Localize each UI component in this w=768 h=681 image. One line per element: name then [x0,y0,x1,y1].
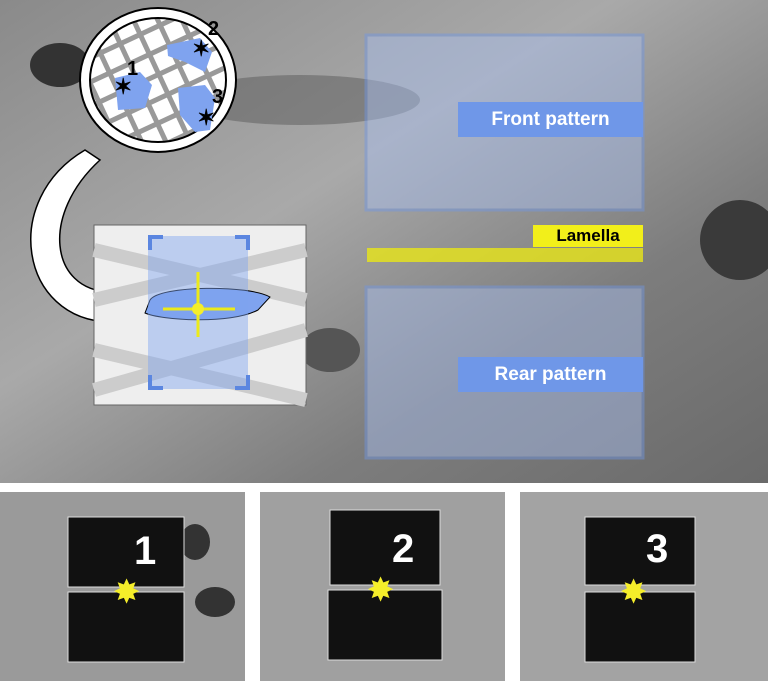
zoomed-grid-square [92,224,308,407]
grid-marker-2: 2 [208,18,219,40]
result-panel-1: 1 ✸ [0,492,245,681]
particle [30,43,90,87]
lamella-bar [367,248,643,262]
sem-overview-image: 1 2 3 ✶ ✶ ✶ Front pattern Lamella Rear p… [0,0,768,483]
grid-marker-1: 1 [127,58,138,80]
star-icon: ✸ [621,576,647,609]
star-icon: ✶ [114,74,132,99]
star-icon: ✶ [197,105,215,130]
front-pattern-label: Front pattern [458,102,643,137]
particle [700,200,768,280]
grid-overview: 1 2 3 ✶ ✶ ✶ [79,7,237,153]
panel-number-2: 2 [392,527,414,571]
sample-region-2 [167,38,212,72]
star-icon: ✸ [368,574,394,607]
sample-region-1 [115,72,152,110]
star-icon: ✸ [114,576,140,609]
rear-pattern-label: Rear pattern [458,357,643,392]
panel-number-1: 1 [134,529,156,573]
particle [300,328,360,372]
grid-marker-3: 3 [212,86,223,108]
result-panel-3: 3 ✸ [520,492,768,681]
panel-number-3: 3 [646,527,668,571]
star-icon: ✶ [192,36,210,61]
overview-svg: 1 2 3 ✶ ✶ ✶ [0,0,768,483]
sample-region-3 [178,85,215,132]
lamella-label: Lamella [533,225,643,247]
corner-brackets [148,235,250,390]
result-panel-2: 2 ✸ [260,492,505,681]
